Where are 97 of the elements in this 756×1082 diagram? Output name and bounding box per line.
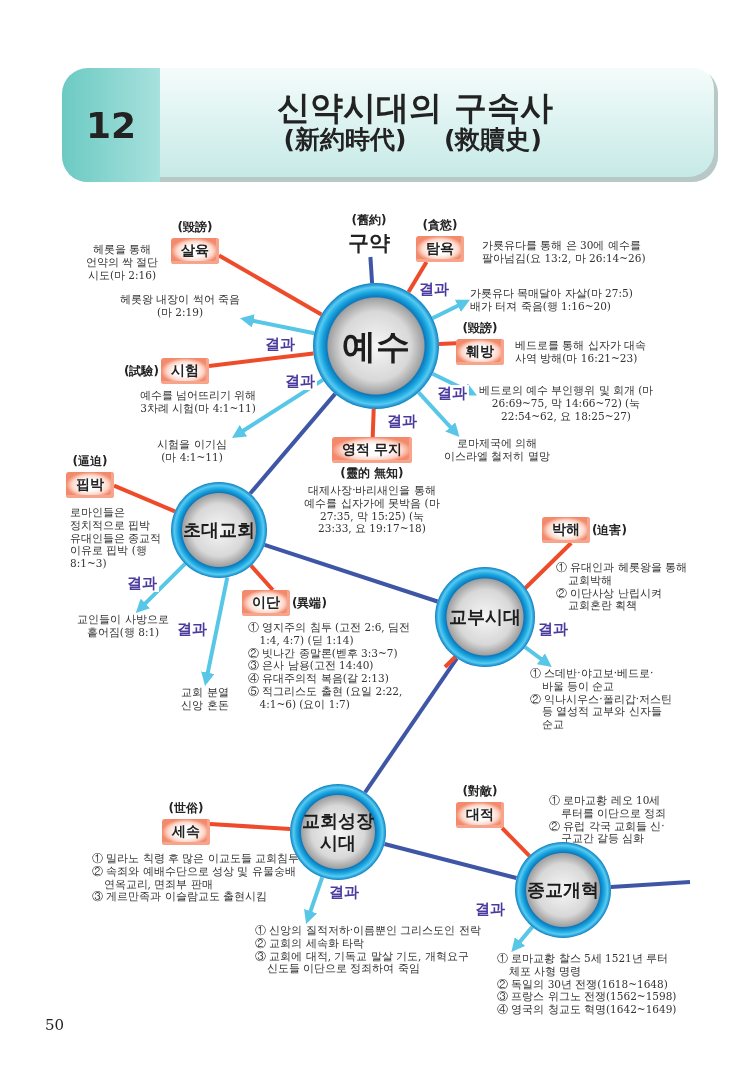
edge-label: 결과	[435, 385, 469, 402]
list-item: ① 유대인과 헤롯왕을 통해 교회박해	[556, 561, 688, 587]
list-item: ② 속죄와 예배수단으로 성상 및 유물숭배 연옥교리, 면죄부 판매	[92, 864, 297, 891]
keyword-box: 탐욕	[416, 236, 464, 262]
keyword-box: 영적 무지	[331, 437, 413, 463]
connector-line	[113, 483, 176, 514]
hanja-label: (迫害)	[592, 521, 627, 539]
hanja-label: (貪慾)	[422, 217, 458, 234]
result-text: 가룟유다 목매달아 자살(마 27:5) 배가 터져 죽음(행 1:16~20)	[470, 287, 642, 313]
list-item: ③ 게르만족과 이슬람교도 출현시킴	[92, 890, 268, 904]
term-label: 구약	[348, 230, 390, 257]
edge-label: 결과	[175, 621, 209, 638]
edge-label: 결과	[327, 884, 361, 901]
edge-label: 결과	[385, 413, 419, 430]
hub-circle: 교부시대	[435, 567, 535, 667]
arrow	[304, 876, 325, 925]
connector-line	[248, 392, 337, 495]
arrow	[511, 925, 534, 952]
connector-line	[610, 880, 691, 889]
keyword-box: 세속	[162, 819, 210, 845]
description-text: 가룟유다를 통해 은 30에 예수를 팔아넘김(요 13:2, 마 26:14~26)	[482, 239, 647, 265]
edge-label: 결과	[263, 336, 297, 353]
hanja-label: (毀謗)	[177, 219, 213, 236]
keyword-box: 박해	[542, 517, 590, 543]
list-item: ② 독일의 30년 전쟁(1618~1648)	[497, 977, 669, 991]
list-item: ① 스데반·야고보·베드로·바울 등이 순교	[530, 667, 655, 693]
result-text: 로마제국에 의해 이스라엘 철저히 멸망	[434, 437, 560, 463]
hanja-label: (逼迫)	[72, 453, 108, 470]
list-item: ③ 프랑스 위그노 전쟁(1562~1598)	[497, 990, 677, 1004]
list-item: ⑤ 적그리스도 출현 (요일 2:22, 4:1~6) (요이 1:7)	[248, 685, 404, 711]
edge-label: 결과	[283, 373, 317, 390]
hanja-label: (毀謗)	[462, 320, 498, 337]
list-item: ① 영지주의 침투 (고전 2:6, 딤전 1:4, 4:7) (딛 1:14)	[248, 621, 412, 647]
result-text: 베드로의 예수 부인행위 및 회개 (마 26:69~75, 막 14:66~72) (눅 22:54~62, 요 18:25~27)	[477, 384, 655, 423]
result-text: 교회 분열 신앙 혼돈	[175, 686, 235, 712]
connector-line	[209, 822, 291, 831]
number-badge: 12	[62, 68, 160, 182]
arrow	[231, 378, 324, 438]
list-item: ② 이단사상 난립시켜 교회혼란 획책	[556, 586, 663, 613]
description-text: 헤롯을 통해 언약의 싹 절단 시도(마 2:16)	[84, 243, 160, 282]
description-text: 베드로를 통해 십자가 대속 사역 방해(마 16:21~23)	[515, 339, 647, 365]
edge-label: 결과	[473, 901, 507, 918]
list-item: ① 신앙의 질적저하·이름뿐인 그리스도인 전락	[255, 924, 482, 937]
hanja-label: (對敵)	[462, 783, 498, 800]
edge-label: 결과	[125, 575, 159, 592]
hanja-label: (靈的 無知)	[340, 465, 404, 482]
list-item: ② 익나시우스·폴리갑·저스틴 등 열성적 교부와 신자들 순교	[530, 692, 673, 731]
arrow	[135, 562, 187, 613]
edge-label: 결과	[536, 621, 570, 638]
list-item: ④ 영국의 청교도 혁명(1642~1649)	[497, 1003, 677, 1016]
connector-line	[438, 341, 457, 346]
arrow	[431, 299, 470, 320]
arrow	[240, 314, 315, 336]
hanja-label: (新約時代)	[283, 125, 407, 156]
title: 신약시대의 구속사	[276, 87, 554, 127]
list-item: ① 로마교황 찰스 5세 1521년 루터 체포 사형 명령	[497, 952, 670, 978]
description-text: 로마인들은 정치적으로 핍박 유대인들은 종교적 이유로 핍박 (행 8:1~3)	[70, 506, 162, 570]
keyword-box: 대적	[456, 802, 504, 828]
list-item: ① 로마교황 레오 10세 루터를 이단으로 정죄	[549, 794, 668, 820]
keyword-box: 훼방	[456, 339, 504, 365]
description-text: 대제사장·바리새인을 통해 예수를 십자가에 못박음 (마 27:35, 막 15:25) (눅 23:33, 요 19:17~18)	[303, 484, 441, 536]
arrow	[523, 645, 552, 667]
keyword-box: 핍박	[66, 472, 114, 498]
keyword-box: 시험	[160, 358, 209, 384]
list-item: ② 빗나간 종말론(벧후 3:3~7)	[248, 646, 399, 660]
keyword-box: 살육	[171, 238, 219, 264]
list-item: ③ 교회에 대적, 기독교 말살 기도, 개혁요구 신도들 이단으로 정죄하여 죽임	[255, 949, 470, 976]
connector-line	[500, 826, 531, 858]
hanja-label: (舊約)	[351, 212, 387, 229]
arrow	[431, 371, 477, 396]
list-item: ③ 은사 남용(고전 14:40)	[248, 659, 375, 673]
connector-line	[208, 351, 314, 368]
result-text: 시험을 이기심 (마 4:1~11)	[152, 438, 232, 464]
edge-label: 결과	[417, 281, 451, 298]
description-text: 예수를 넘어뜨리기 위해 3차례 시험(마 4:1~11)	[138, 389, 258, 415]
list-item: ① 밀라노 칙령 후 많은 이교도들 교회침투	[92, 852, 301, 865]
connector-line	[249, 564, 275, 592]
list-item: ② 교회의 세속화 타락	[255, 936, 365, 950]
hanja-label: (救贖史)	[444, 125, 542, 156]
connector-line	[363, 657, 459, 794]
connector-line	[368, 256, 375, 284]
hub-circle: 초대교회	[171, 482, 267, 578]
connector-line	[263, 543, 439, 604]
connector-line	[384, 842, 517, 880]
hanja-label: (世俗)	[168, 800, 204, 817]
hanja-label: (異端)	[292, 594, 327, 612]
arrow	[417, 391, 460, 437]
connector-line	[370, 408, 376, 438]
hanja-label: (試驗)	[124, 362, 159, 380]
result-text: 교인들이 사방으로 흩어짐(행 8:1)	[71, 613, 175, 639]
page-number: 50	[45, 1016, 65, 1034]
arrow	[201, 576, 230, 686]
list-item: ④ 유대주의적 복음(갈 2:13)	[248, 672, 390, 685]
keyword-box: 이단	[242, 590, 290, 616]
result-text: 헤롯왕 내장이 썩어 죽음(마 2:19)	[120, 293, 240, 319]
connector-line	[218, 253, 323, 317]
connector-line	[406, 260, 429, 294]
